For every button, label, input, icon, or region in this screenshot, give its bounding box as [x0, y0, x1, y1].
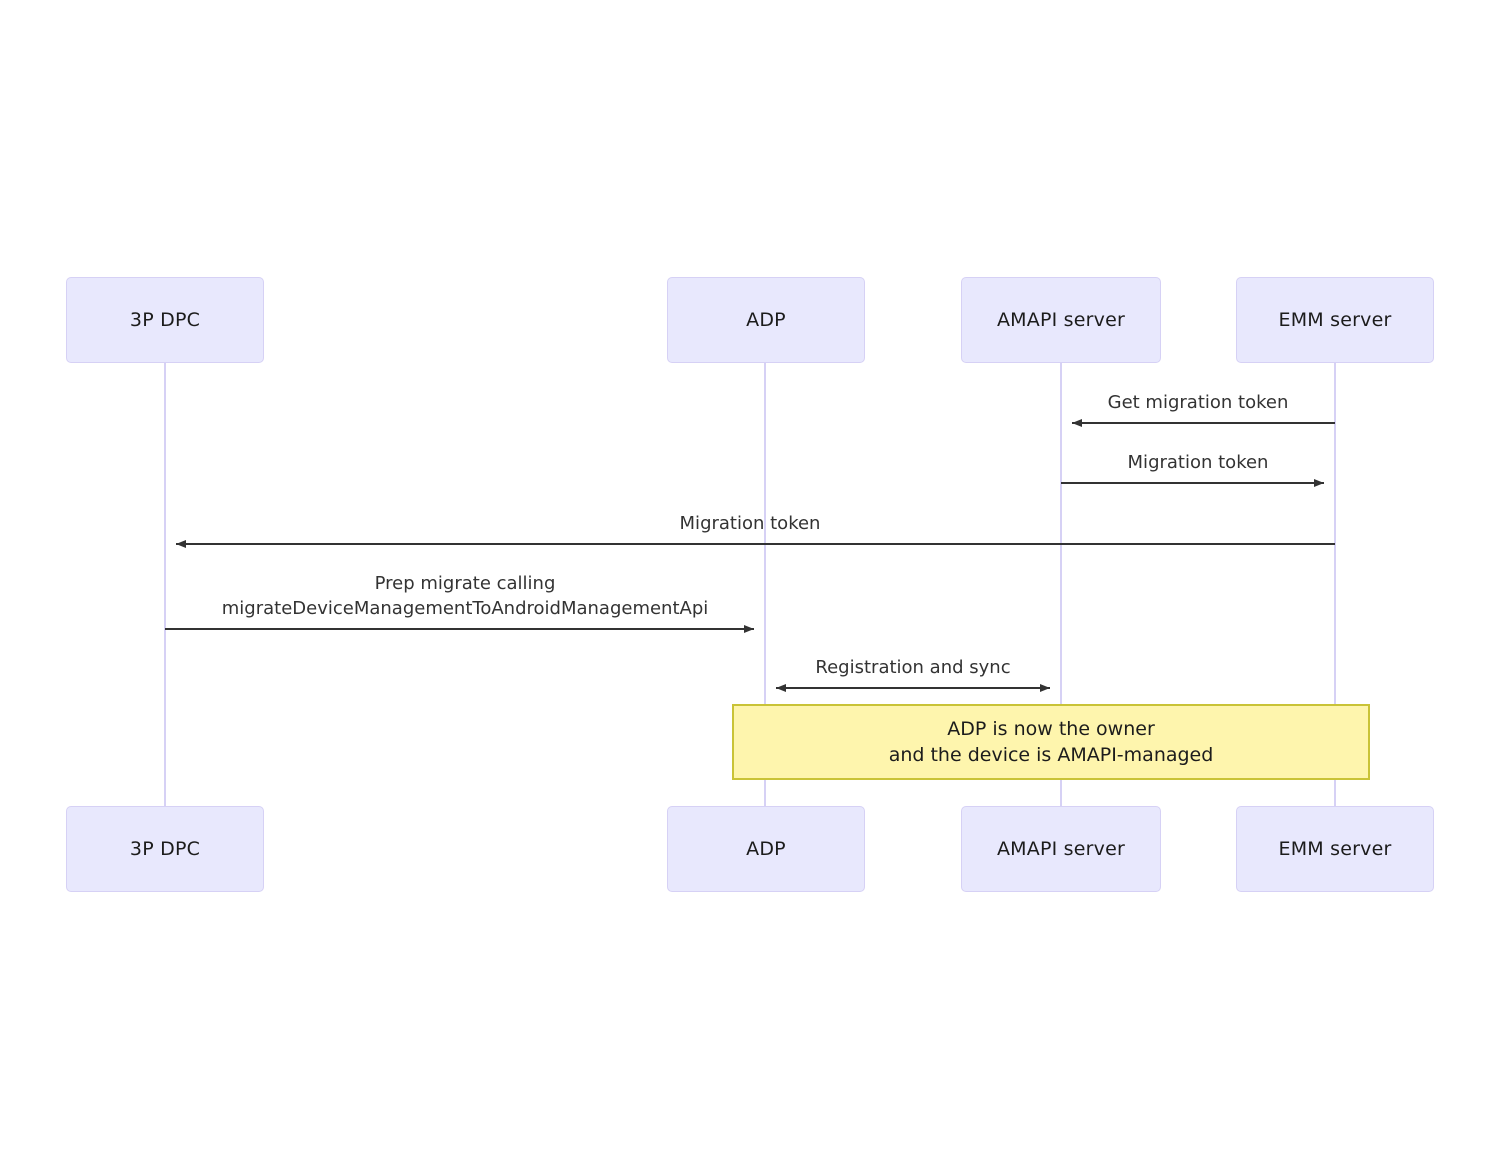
participant-box-bottom-dpc[interactable]: 3P DPC: [66, 806, 264, 892]
participant-box-bottom-adp[interactable]: ADP: [667, 806, 865, 892]
participant-box-top-amapi[interactable]: AMAPI server: [961, 277, 1161, 363]
participant-label-amapi-bottom: AMAPI server: [996, 838, 1126, 860]
message-label-get-migration-token: Get migration token: [1107, 392, 1289, 413]
message-label-registration-and-sync: Registration and sync: [815, 657, 1011, 678]
message-label-migration-token-to-emm: Migration token: [1127, 452, 1269, 473]
participant-label-adp: ADP: [746, 309, 786, 331]
participant-box-top-adp[interactable]: ADP: [667, 277, 865, 363]
message-label-prep-migrate: Prep migrate calling migrateDeviceManage…: [222, 571, 709, 621]
message-arrows: [165, 419, 1335, 692]
participant-box-top-emm[interactable]: EMM server: [1236, 277, 1434, 363]
participant-label-emm-bottom: EMM server: [1278, 838, 1392, 860]
participant-box-top-dpc[interactable]: 3P DPC: [66, 277, 264, 363]
note-line-1: ADP is now the owner: [947, 718, 1155, 740]
participant-label-dpc-bottom: 3P DPC: [129, 838, 201, 860]
participant-label-amapi: AMAPI server: [996, 309, 1126, 331]
participant-box-bottom-amapi[interactable]: AMAPI server: [961, 806, 1161, 892]
participant-box-bottom-emm[interactable]: EMM server: [1236, 806, 1434, 892]
message-label-prep-migrate-line2: migrateDeviceManagementToAndroidManageme…: [221, 598, 709, 619]
message-label-prep-migrate-line1: Prep migrate calling: [374, 573, 556, 594]
participant-label-adp-bottom: ADP: [746, 838, 786, 860]
participant-label-emm: EMM server: [1278, 309, 1392, 331]
participant-label-dpc: 3P DPC: [129, 309, 201, 331]
note-line-2: and the device is AMAPI-managed: [888, 744, 1214, 766]
message-label-migration-token-to-dpc: Migration token: [679, 513, 821, 534]
note-adp-owner: ADP is now the owner and the device is A…: [732, 704, 1370, 780]
